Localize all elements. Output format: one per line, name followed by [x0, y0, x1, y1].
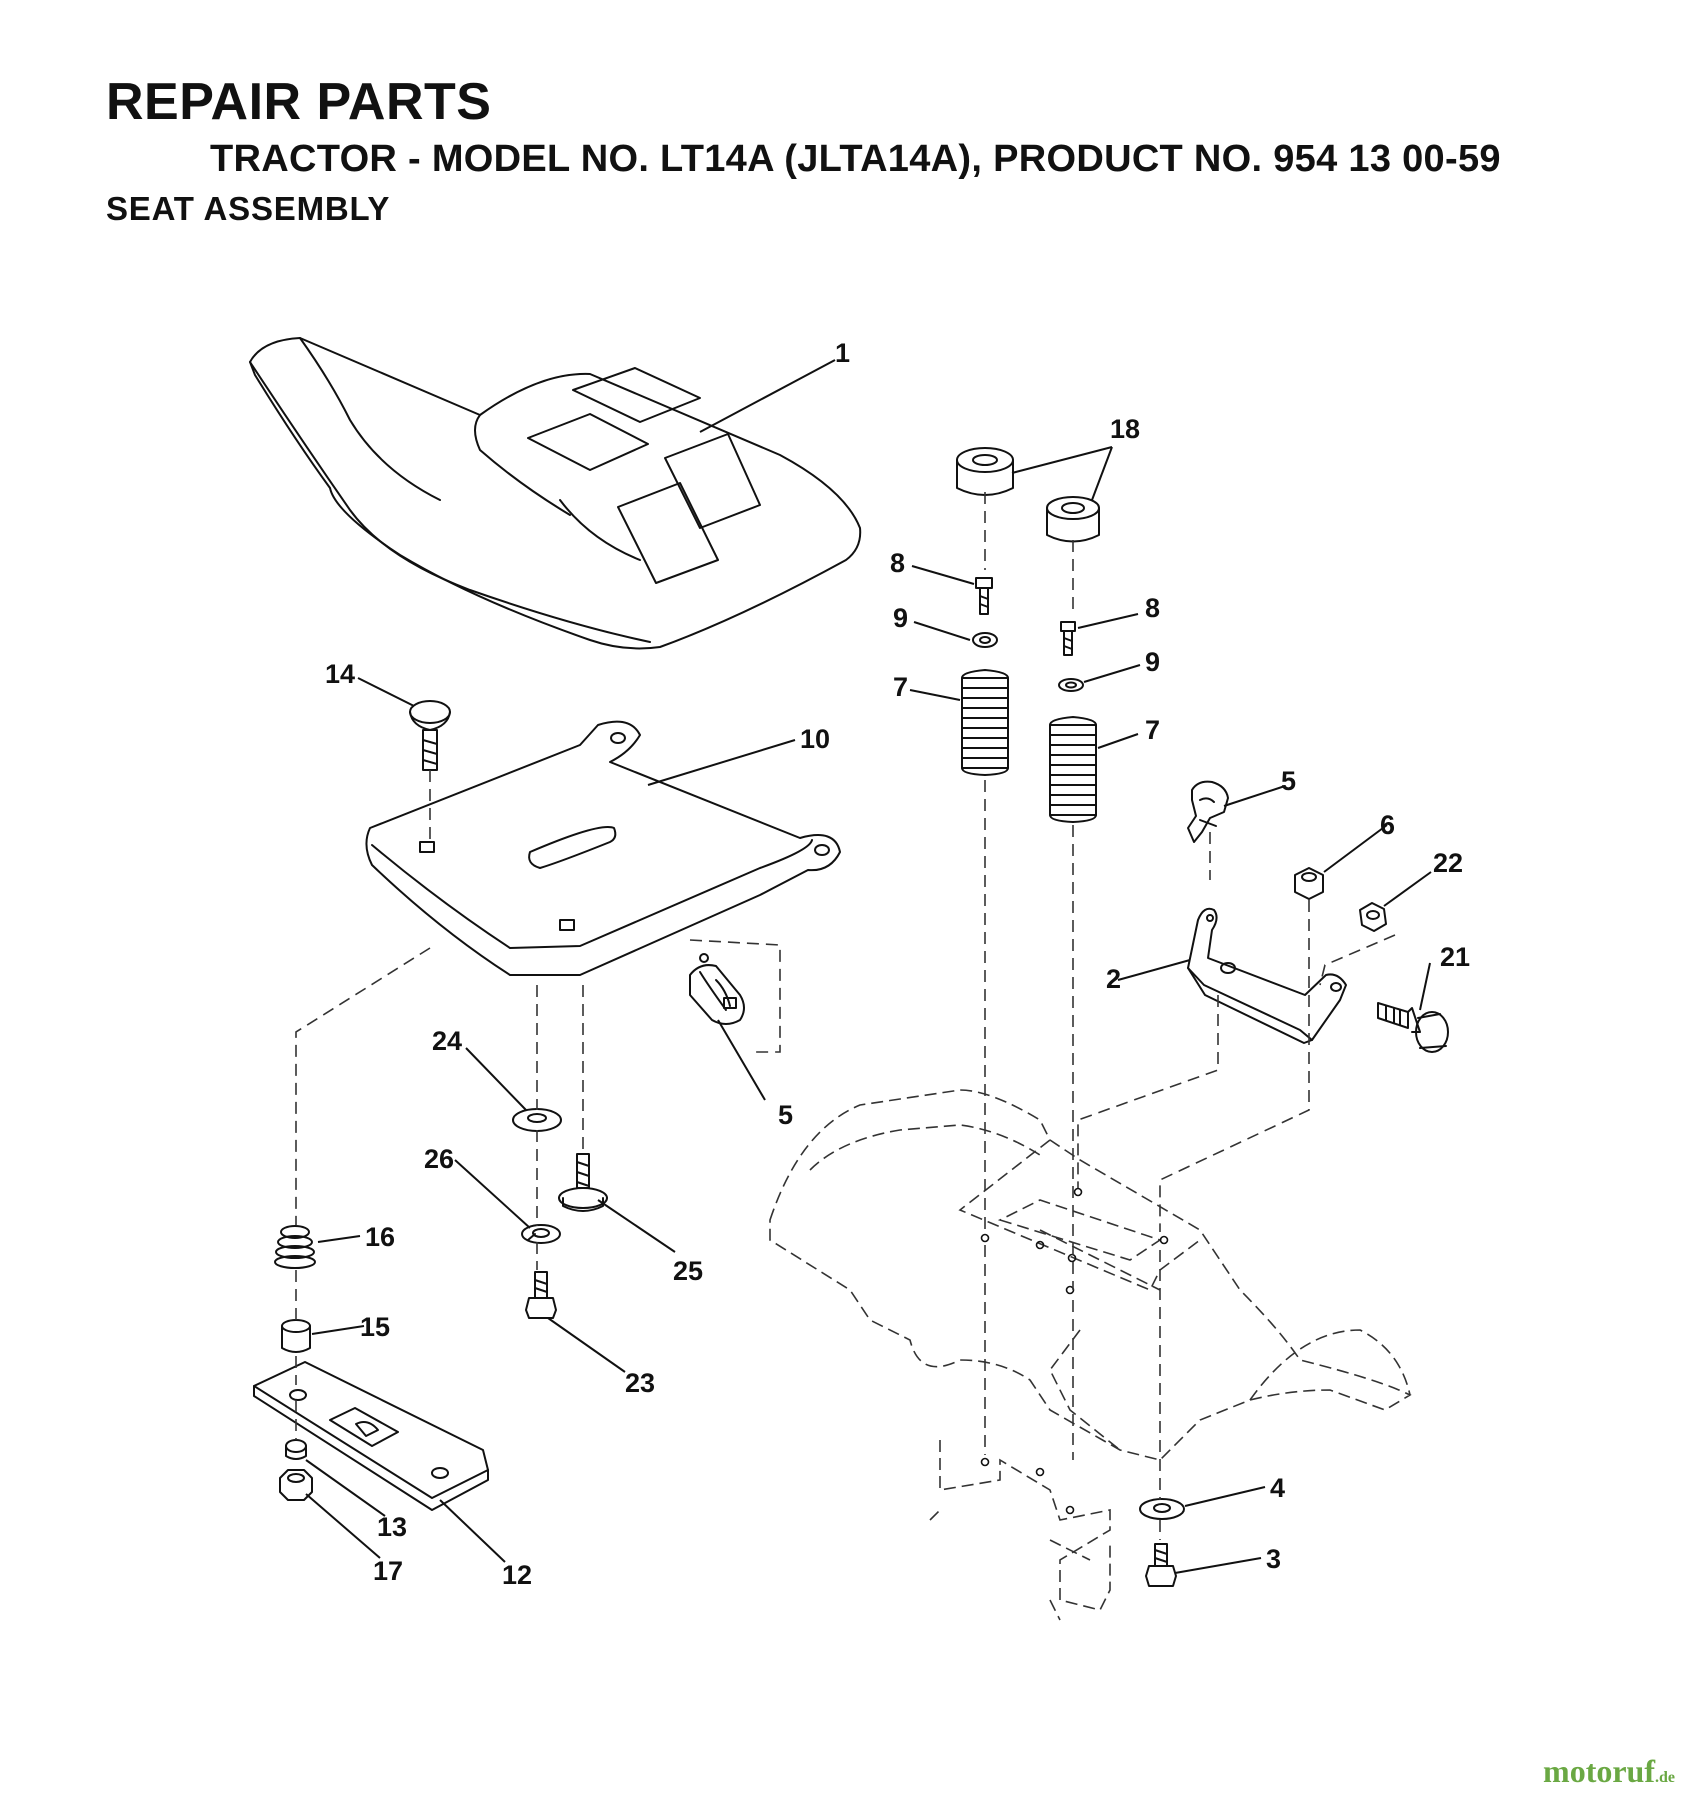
callout-8: 8: [890, 548, 905, 578]
callout-17: 17: [373, 1556, 403, 1586]
callout-2: 2: [1106, 964, 1121, 994]
spring: [274, 1225, 316, 1269]
seat-pan: [365, 720, 841, 976]
callout-25: 25: [673, 1256, 703, 1286]
seat-switch: [1187, 780, 1229, 843]
frame-hole: [980, 1187, 1169, 1515]
seat-pad: [527, 413, 649, 471]
callout-9: 9: [1145, 647, 1160, 677]
callout-14: 14: [325, 659, 355, 689]
watermark-logo: motoruf.de: [1543, 1753, 1675, 1790]
callout-8: 8: [1145, 593, 1160, 623]
seat-adjust-slot: [528, 826, 617, 869]
page-title: REPAIR PARTS: [106, 73, 492, 131]
callout-13: 13: [377, 1512, 407, 1542]
watermark-tld: .de: [1655, 1769, 1675, 1786]
seat-slide-plate: [253, 1361, 489, 1511]
shoulder-bolt: [1377, 1002, 1449, 1053]
seat-pad: [572, 367, 701, 423]
callout-6: 6: [1380, 810, 1395, 840]
callout-4: 4: [1270, 1473, 1285, 1503]
callout-22: 22: [1433, 848, 1463, 878]
washer: [972, 632, 1084, 692]
callout-3: 3: [1266, 1544, 1281, 1574]
bushing: [281, 1319, 311, 1353]
spring: [961, 669, 1097, 823]
model-subtitle: TRACTOR - MODEL NO. LT14A (JLTA14A), PRO…: [210, 138, 1501, 180]
callout-23: 23: [625, 1368, 655, 1398]
callout-21: 21: [1440, 942, 1470, 972]
callout-18: 18: [1110, 414, 1140, 444]
hex-bolt: [1145, 1543, 1177, 1587]
callout-7: 7: [893, 672, 908, 702]
callout-5: 5: [1281, 766, 1296, 796]
tractor-frame: [769, 1089, 1412, 1621]
seat: [249, 337, 862, 650]
seat-switch: [689, 964, 745, 1025]
section-title: SEAT ASSEMBLY: [106, 190, 391, 227]
callout-5: 5: [778, 1100, 793, 1130]
hex-nut: [279, 1439, 313, 1501]
callout-15: 15: [360, 1312, 390, 1342]
callout-7: 7: [1145, 715, 1160, 745]
hex-bolt: [525, 1271, 557, 1319]
flange-bolt: [558, 1153, 608, 1212]
switch-bracket: [1187, 907, 1347, 1044]
callout-9: 9: [893, 603, 908, 633]
leader-lines: [305, 359, 1432, 1574]
callout-12: 12: [502, 1560, 532, 1590]
callout-16: 16: [365, 1222, 395, 1252]
callout-1: 1: [835, 338, 850, 368]
callout-26: 26: [424, 1144, 454, 1174]
washer: [1139, 1498, 1185, 1520]
hex-nut: [1294, 867, 1387, 932]
seat-pad: [664, 433, 761, 529]
callout-24: 24: [432, 1026, 462, 1056]
callout-labels: 1 18 8 8 9 9 7 7 14 10 5 6 22 2 21 5 24 …: [325, 338, 1470, 1590]
seat-pad: [617, 482, 719, 584]
alignment-lines: [295, 492, 1396, 1540]
watermark-name: motoruf: [1543, 1753, 1655, 1789]
spacer: [956, 447, 1100, 543]
hex-bolt: [975, 577, 1076, 656]
carriage-bolt: [409, 700, 451, 771]
callout-10: 10: [800, 724, 830, 754]
